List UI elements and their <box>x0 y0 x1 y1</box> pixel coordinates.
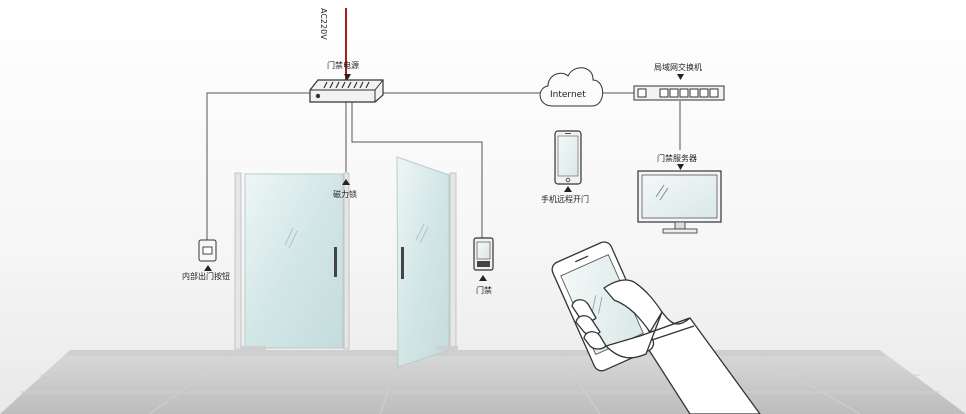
switch-label: 局域网交换机 <box>654 62 702 72</box>
wiring <box>206 8 681 240</box>
access-reader-label: 门禁 <box>476 285 492 295</box>
magnetic-lock: 磁力锁 <box>333 179 357 199</box>
internet-cloud: Internet <box>539 67 604 107</box>
arrow-up-icon <box>342 179 350 185</box>
internet-label: Internet <box>550 90 586 100</box>
server-label: 门禁服务器 <box>657 153 697 163</box>
arrow-down-icon <box>344 74 351 80</box>
access-server: 门禁服务器 <box>637 153 722 234</box>
exit-button-wire <box>206 92 310 240</box>
arrow-up-icon <box>479 275 487 281</box>
right-door <box>396 156 458 368</box>
arrow-down-icon <box>677 164 684 170</box>
magnetic-lock-label: 磁力锁 <box>333 189 357 199</box>
arrow-up-icon <box>564 186 572 192</box>
mobile-remote-label: 手机远程开门 <box>541 194 589 204</box>
network-switch: 局域网交换机 <box>633 62 725 101</box>
power-supply-label: 门禁电源 <box>327 60 359 70</box>
reader-wire <box>351 102 483 238</box>
arrow-up-icon <box>204 265 212 271</box>
power-input-label: AC220V <box>319 8 328 40</box>
power-supply: 门禁电源 <box>309 60 384 103</box>
exit-button-label: 内部出门按钮 <box>182 271 230 281</box>
arrow-down-icon <box>677 74 684 80</box>
left-door <box>234 172 350 350</box>
hand-holding-phone <box>551 241 761 414</box>
exit-button-device: 内部出门按钮 <box>182 239 230 281</box>
access-reader: 门禁 <box>473 237 494 295</box>
floor <box>0 350 966 414</box>
remote-phone: 手机远程开门 <box>541 130 589 204</box>
